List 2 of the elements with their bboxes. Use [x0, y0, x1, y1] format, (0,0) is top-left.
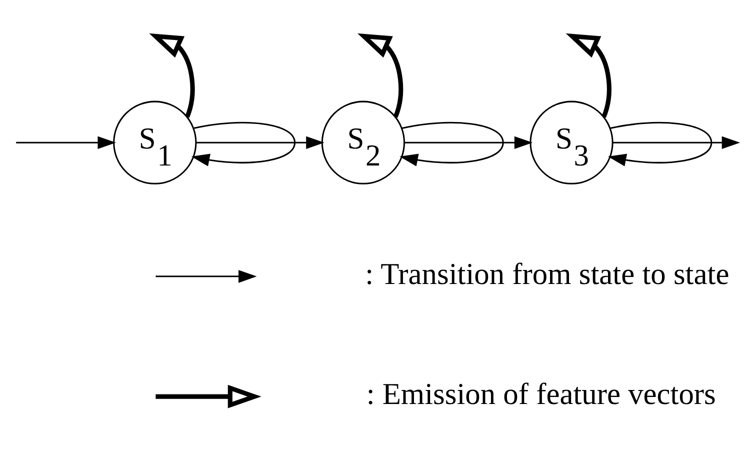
- legend-label: : Emission of feature vectors: [366, 377, 716, 412]
- legend-label: : Transition from state to state: [365, 257, 730, 292]
